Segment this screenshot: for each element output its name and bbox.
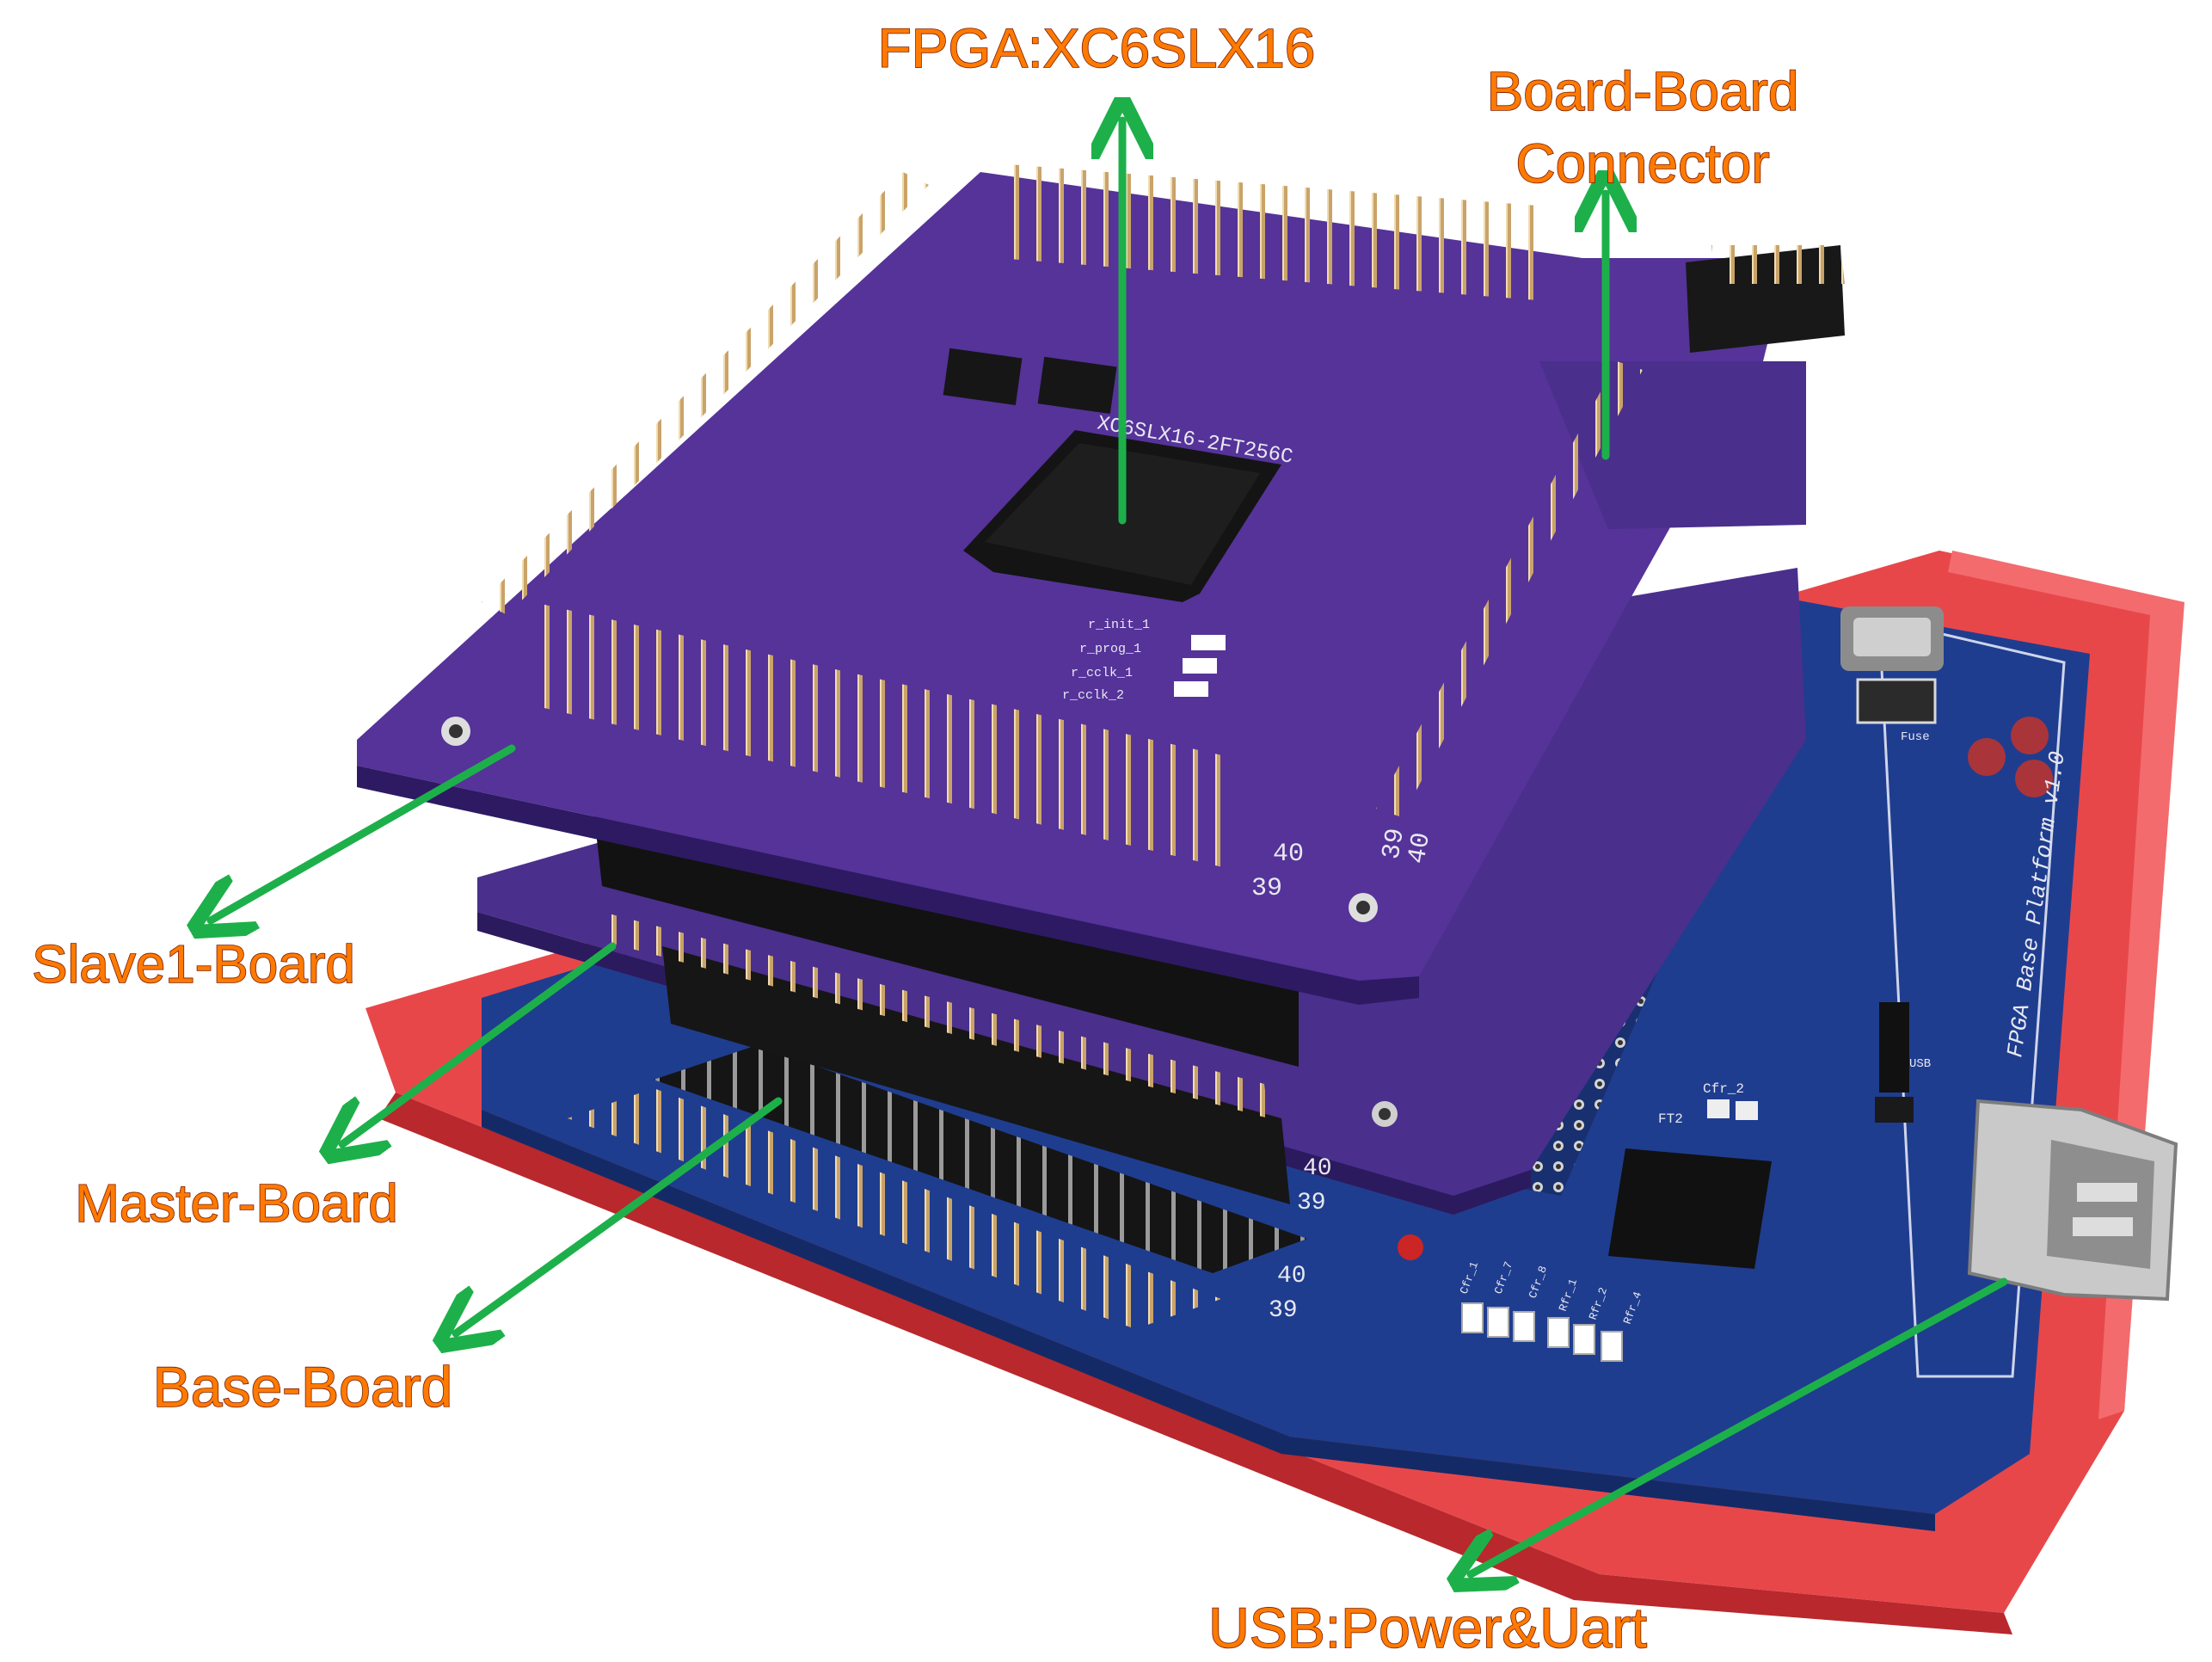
slave-label: Slave1-Board (32, 935, 355, 994)
base-label: Base-Board (153, 1355, 453, 1419)
r-cclk-label: r_cclk_1 (1071, 666, 1133, 680)
usb-uart-chip: Cfr_2 FT2 (1608, 1081, 1772, 1269)
slave-pin39-label: 39 (1251, 874, 1282, 903)
base-pin40-label: 40 (1277, 1263, 1306, 1290)
slave-top-pins (998, 163, 1548, 301)
base-arrow (456, 1097, 783, 1333)
usb-silk-label: USB (1909, 1057, 1931, 1071)
master-pin40-label: 40 (1303, 1155, 1332, 1182)
cfr2-label: Cfr_2 (1703, 1081, 1744, 1097)
slave1-board: XC6SLX16-2FT256C r_init_1 r_prog_1 r_ccl… (357, 163, 1845, 1067)
connector-label-line2: Connector (1515, 132, 1769, 194)
fuse-label: Fuse (1901, 730, 1930, 744)
master-label: Master-Board (75, 1174, 398, 1234)
connector-label-line1: Board-Board (1487, 60, 1799, 122)
usb-a-connector (1967, 1099, 2178, 1302)
slave-side-pin39-label: 39 (1377, 826, 1411, 861)
slave-side-pin40-label: 40 (1403, 830, 1437, 865)
ft2-label: FT2 (1658, 1111, 1683, 1127)
slave-arrow (211, 744, 516, 920)
usb-label: USB:Power&Uart (1208, 1596, 1647, 1659)
slave-right-pins (1376, 361, 1643, 817)
callout-arrows (211, 120, 2008, 1574)
slave-pin40-label: 40 (1273, 840, 1304, 869)
base-front-header: 40 39 (568, 1045, 1307, 1329)
fpga-label: FPGA:XC6SLX16 (878, 17, 1316, 79)
slave-left-pins (482, 172, 929, 615)
slave-front-pins (533, 602, 1230, 869)
r-cclk2-label: r_cclk_2 (1062, 688, 1124, 703)
board-board-connector (1686, 245, 1845, 353)
usb-arrow (1471, 1277, 2008, 1574)
r-prog-label: r_prog_1 (1079, 642, 1141, 656)
power-jack: Fuse (1840, 606, 2053, 797)
master-pin39-label: 39 (1297, 1190, 1326, 1216)
base-pin39-label: 39 (1269, 1297, 1298, 1324)
jumper-header: USB (1875, 1002, 1931, 1123)
master-arrow (342, 942, 617, 1144)
callout-labels: FPGA:XC6SLX16 Board-Board Connector Slav… (31, 16, 1799, 1660)
r-init-label: r_init_1 (1088, 618, 1150, 632)
